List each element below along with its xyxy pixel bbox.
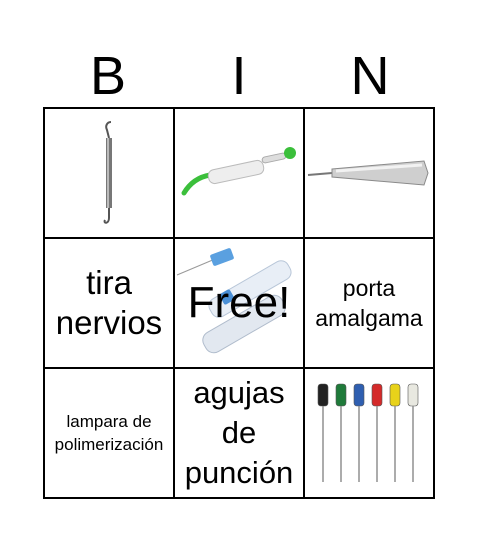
header-letter-i: I <box>231 46 247 106</box>
file-2 <box>335 383 347 482</box>
cell-1-2[interactable] <box>174 108 304 238</box>
dental-double-ended-instrument-icon <box>79 118 139 228</box>
file-5 <box>389 383 401 482</box>
header-letter-b: B <box>89 46 127 106</box>
cell-text: porta amalgama <box>315 275 423 331</box>
cell-2-3[interactable]: porta amalgama <box>304 238 434 368</box>
bingo-grid: tira nervios Free! porta amalgama lampar… <box>43 107 435 499</box>
cell-text: lampara de polimerización <box>54 412 164 454</box>
file-1 <box>317 383 329 482</box>
endodontic-files-icon <box>309 378 429 488</box>
cell-text: agujas de punción <box>184 375 294 490</box>
needles-icon <box>175 239 303 367</box>
file-6 <box>407 383 419 482</box>
irrigation-syringe-icon <box>176 143 302 203</box>
straight-handpiece-icon <box>306 153 432 193</box>
cell-1-3[interactable] <box>304 108 434 238</box>
cell-3-2[interactable]: agujas de punción <box>174 368 304 498</box>
file-4 <box>371 383 383 482</box>
cell-3-1[interactable]: lampara de polimerización <box>44 368 174 498</box>
bingo-header: B I N <box>43 48 435 104</box>
free-space-label: Free! <box>187 278 291 327</box>
cell-2-1[interactable]: tira nervios <box>44 238 174 368</box>
file-3 <box>353 383 365 482</box>
cell-3-3[interactable] <box>304 368 434 498</box>
cell-text: tira nervios <box>55 264 163 341</box>
cell-1-1[interactable] <box>44 108 174 238</box>
header-letter-n: N <box>350 46 390 106</box>
cell-2-2[interactable]: Free! <box>174 238 304 368</box>
